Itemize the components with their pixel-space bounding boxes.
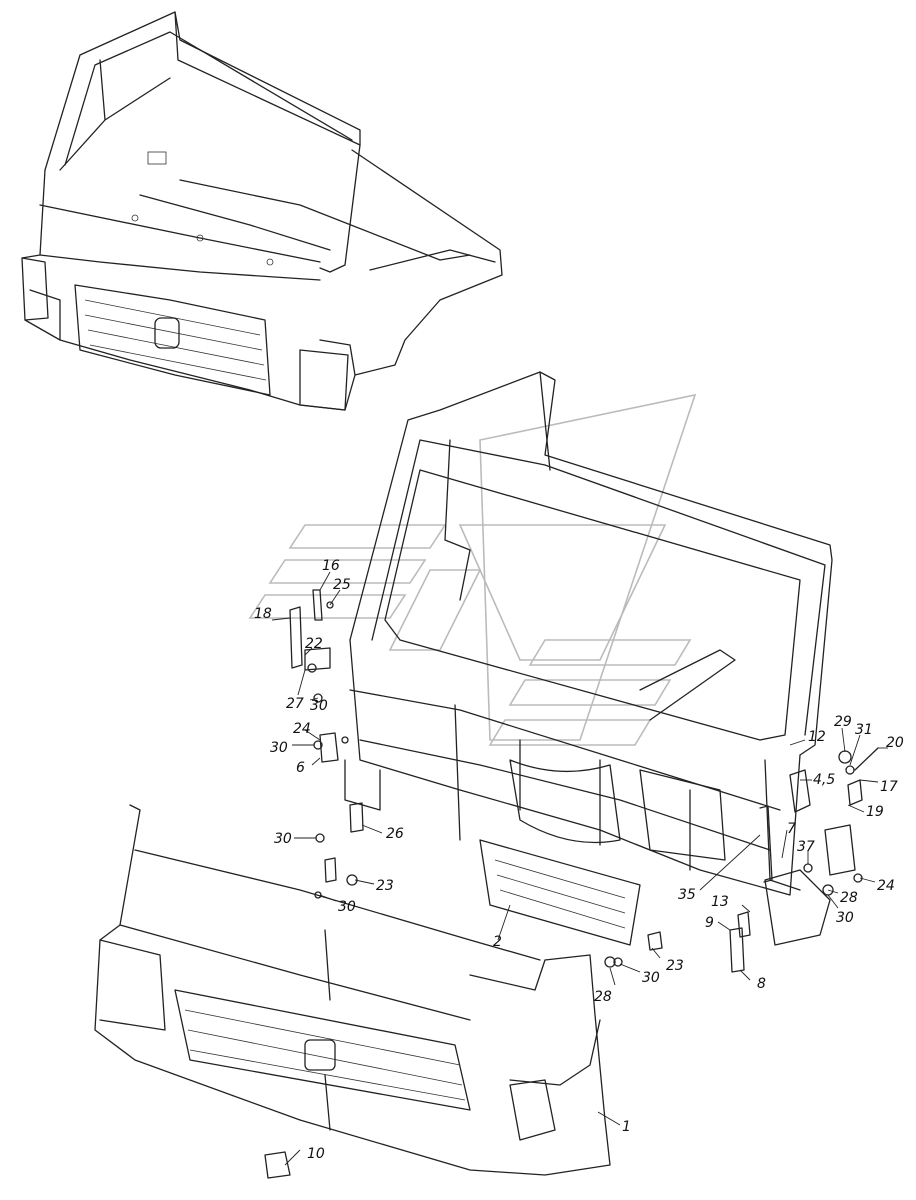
callout-6: 6 xyxy=(296,760,305,776)
callout-18: 18 xyxy=(254,606,272,622)
callout-20: 20 xyxy=(886,735,904,751)
callout-7: 7 xyxy=(787,821,796,837)
callout-30-left-mid: 30 xyxy=(270,740,288,756)
callout-23-right: 23 xyxy=(666,958,684,974)
leader-lines xyxy=(271,571,888,1166)
hardware-parts xyxy=(289,589,879,973)
callout-30-left-low: 30 xyxy=(274,831,292,847)
cab-frame-illustration xyxy=(344,371,833,946)
callout-8: 8 xyxy=(757,976,766,992)
callout-13: 13 xyxy=(711,894,729,910)
callout-29: 29 xyxy=(834,714,852,730)
callout-1: 1 xyxy=(622,1119,631,1135)
callout-25: 25 xyxy=(333,577,351,593)
callout-12: 12 xyxy=(808,729,826,745)
callout-30-upper: 30 xyxy=(310,698,328,714)
callout-37: 37 xyxy=(797,839,815,855)
callout-31: 31 xyxy=(855,722,873,738)
callout-19: 19 xyxy=(866,804,884,820)
callout-17: 17 xyxy=(880,779,898,795)
callout-28-left: 28 xyxy=(594,989,612,1005)
assembled-cab-illustration xyxy=(21,11,503,411)
callout-labels: 1 2 4,5 6 7 8 9 10 12 13 16 17 18 19 20 … xyxy=(254,558,904,1162)
callout-9: 9 xyxy=(705,915,714,931)
callout-30-bottom-left: 30 xyxy=(338,899,356,915)
callout-22: 22 xyxy=(305,636,323,652)
callout-2: 2 xyxy=(493,934,502,950)
callout-4-5: 4,5 xyxy=(813,772,835,788)
callout-24-left: 24 xyxy=(293,721,311,737)
callout-26: 26 xyxy=(386,826,404,842)
callout-30-center: 30 xyxy=(642,970,660,986)
callout-24-right: 24 xyxy=(877,878,895,894)
callout-23-left: 23 xyxy=(376,878,394,894)
callout-10: 10 xyxy=(307,1146,325,1162)
callout-30-right: 30 xyxy=(836,910,854,926)
callout-35: 35 xyxy=(678,887,696,903)
callout-16: 16 xyxy=(322,558,340,574)
watermark-logo xyxy=(248,393,697,746)
callout-27: 27 xyxy=(286,696,304,712)
front-fascia-illustration xyxy=(94,804,611,1179)
callout-28-right: 28 xyxy=(840,890,858,906)
